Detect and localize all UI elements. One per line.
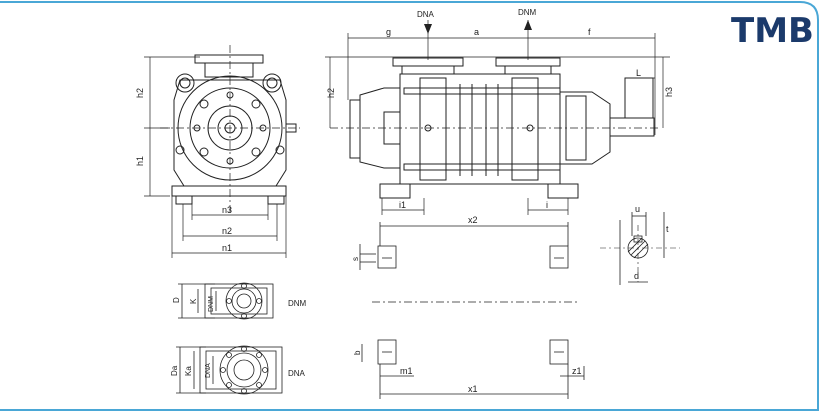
dim-s: s: [351, 257, 360, 261]
label-flange-dnm: DNM: [288, 299, 307, 308]
dim-z1: z1: [572, 366, 582, 376]
dim-u: u: [635, 204, 640, 214]
dim-L: L: [636, 68, 641, 78]
flange-dnm-detail: [178, 282, 274, 320]
tmb-logo: TMB: [731, 11, 814, 51]
dim-b: b: [353, 350, 362, 355]
dim-dnm-vertical: DNM: [208, 296, 215, 312]
dim-n2: n2: [222, 226, 232, 236]
dim-t: t: [666, 224, 669, 234]
dna-arrow-icon: [424, 24, 432, 34]
dim-m1: m1: [400, 366, 413, 376]
label-flange-dna: DNA: [288, 369, 306, 378]
dim-x1: x1: [468, 384, 478, 394]
dim-n3: n3: [222, 205, 232, 215]
dim-f: f: [588, 27, 591, 37]
front-view-dimensions: [144, 56, 287, 258]
front-view: [160, 45, 300, 215]
dim-K: K: [189, 298, 198, 304]
dim-a: a: [474, 27, 479, 37]
label-dna-top: DNA: [417, 10, 435, 19]
dim-Ka: Ka: [184, 366, 193, 376]
dim-h3: h3: [664, 87, 674, 97]
foot-top-view: [359, 222, 569, 270]
dim-x2: x2: [468, 215, 478, 225]
dim-d: d: [634, 271, 639, 281]
dim-h2-side: h2: [326, 88, 336, 98]
dim-Da: Da: [170, 365, 179, 376]
foot-side-view: [361, 339, 585, 399]
dim-i: i: [546, 200, 548, 210]
side-view: [330, 57, 660, 199]
dim-i1: i1: [399, 200, 406, 210]
dim-dna-vertical: DNA: [205, 363, 212, 378]
dnm-arrow-icon: [524, 20, 532, 30]
flange-dna-detail: [176, 345, 283, 395]
side-view-dimensions: [325, 20, 670, 215]
dim-D: D: [172, 297, 181, 303]
dim-h1-front: h1: [135, 156, 145, 166]
dim-g: g: [386, 27, 391, 37]
dim-h2-front: h2: [135, 88, 145, 98]
dim-n1: n1: [222, 243, 232, 253]
label-dnm-top: DNM: [518, 8, 537, 17]
shaft-end-detail: [600, 212, 680, 285]
